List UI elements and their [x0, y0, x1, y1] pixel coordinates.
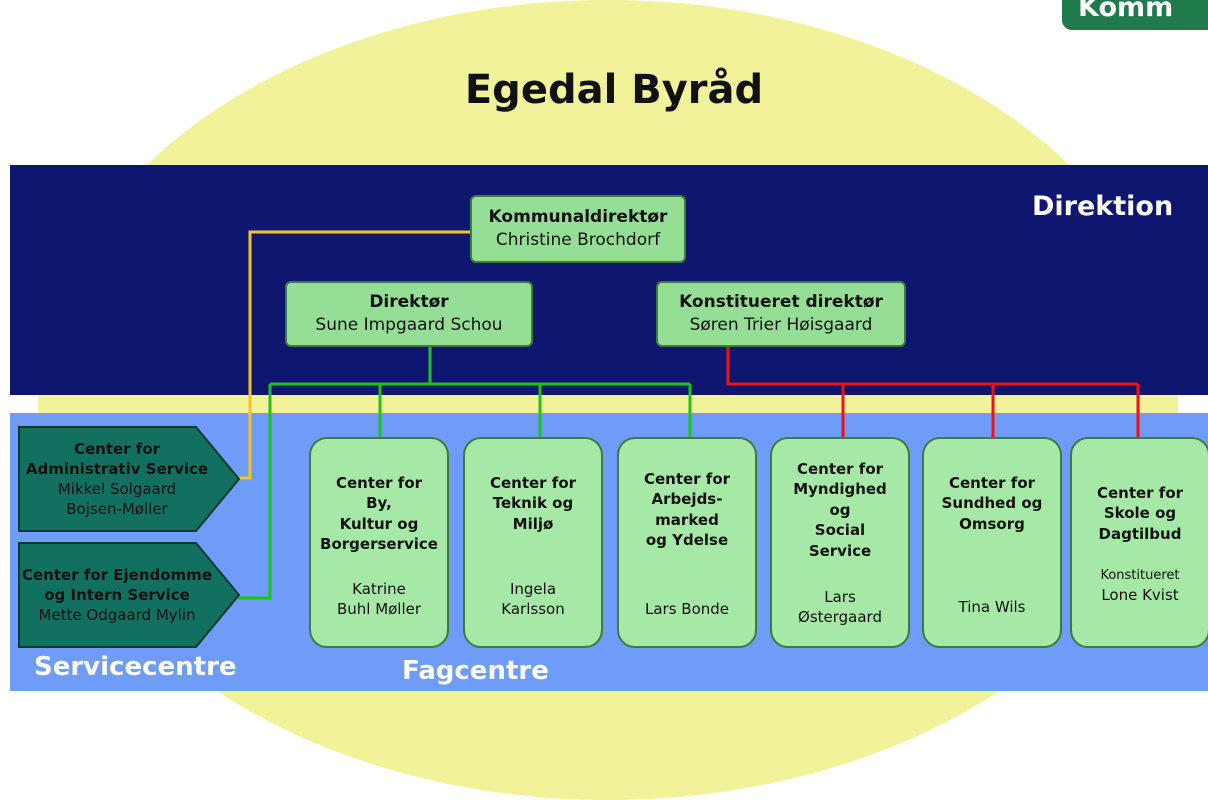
service-centre-administrativ: Center for Administrativ Service Mikkel … [18, 426, 240, 532]
fag-name-line: Lars Bonde [644, 600, 730, 618]
fag-title-line: Skole og [1103, 504, 1177, 523]
fag-title-line: Miljø [512, 514, 554, 533]
box-title: Direktør [369, 292, 449, 313]
service-title: Administrativ Service [25, 459, 209, 478]
box-title: Kommunaldirektør [488, 207, 668, 228]
fagcenter-sundhed: Center for Sundhed og Omsorg Tina Wils [922, 437, 1062, 648]
fag-name-line: Karlsson [501, 600, 565, 619]
fag-title-line: Center for [335, 474, 423, 492]
fag-title-line: Center for [796, 460, 884, 478]
service-centre-ejendomme: Center for Ejendomme og Intern Service M… [18, 542, 240, 648]
fag-name-line: Tina Wils [958, 598, 1026, 616]
fag-title-line: Service [808, 541, 872, 560]
fag-name-line: Ingela [509, 580, 557, 598]
fagcenter-arbejdsmarked: Center for Arbejds- marked og Ydelse Lar… [617, 437, 757, 648]
fag-title-line: Center for [489, 474, 577, 492]
box-name: Sune Impgaard Schou [315, 315, 503, 335]
fag-title-line: Dagtilbud [1098, 524, 1182, 543]
fag-title-line: og Ydelse [645, 531, 729, 550]
fag-title-line: Center for [643, 470, 731, 488]
arrow-shape [18, 542, 240, 648]
service-name: Mette Odgaard Mylin [38, 606, 196, 625]
service-title: og Intern Service [44, 585, 190, 604]
fag-title-line: Sundhed og [941, 494, 1043, 513]
service-title: Center for [73, 439, 161, 458]
box-name: Christine Brochdorf [495, 230, 661, 250]
page-title: Egedal Byråd [464, 67, 764, 113]
fag-title-line: marked [655, 510, 719, 529]
service-name: Bojsen-Møller [66, 500, 168, 519]
box-name: Søren Trier Høisgaard [689, 315, 873, 335]
fagcentre-label: Fagcentre [402, 656, 549, 686]
box-direktor: Direktør Sune Impgaard Schou [285, 281, 533, 347]
yellow-connector [238, 230, 472, 480]
servicecentre-label: Servicecentre [34, 652, 237, 682]
fagcenter-by-kultur: Center for By, Kultur og Borgerservice K… [309, 437, 449, 648]
fag-title-line: By, [366, 494, 392, 513]
fag-title-line: Center for [1096, 484, 1184, 502]
fag-title-line: Teknik og [492, 494, 574, 513]
fag-title-line: Borgerservice [320, 535, 438, 554]
fag-title-line: og [829, 500, 851, 519]
arrow-shape [18, 426, 240, 532]
fag-name-line: Lone Kvist [1101, 585, 1179, 604]
fag-name-line: Katrine [352, 580, 406, 598]
logo: Komm [1062, 0, 1208, 30]
fag-name-line: Buhl Møller [336, 600, 422, 619]
fag-title-line: Kultur og [339, 514, 419, 533]
service-title: Center for Ejendomme [22, 565, 212, 584]
fag-title-line: Myndighed [793, 480, 887, 499]
green-connector-service [238, 384, 272, 600]
fagcenter-teknik-miljo: Center for Teknik og Miljø Ingela Karlss… [463, 437, 603, 648]
fag-title-line: Omsorg [959, 514, 1025, 533]
fagcenter-myndighed: Center for Myndighed og Social Service L… [770, 437, 910, 648]
box-kommunaldirektor: Kommunaldirektør Christine Brochdorf [470, 195, 686, 263]
service-name: Mikkel Solgaard [57, 480, 177, 498]
box-title: Konstitueret direktør [679, 292, 883, 313]
fagcenter-skole: Center for Skole og Dagtilbud Konstituer… [1070, 437, 1208, 648]
fag-name-line: Lars [824, 588, 856, 606]
fag-name-line: Konstitueret [1100, 568, 1180, 583]
fag-title-line: Arbejds- [651, 490, 723, 509]
fag-name-line: Østergaard [798, 608, 882, 627]
fag-title-line: Center for [948, 474, 1036, 492]
fag-title-line: Social [814, 521, 866, 540]
box-konstitueret-direktor: Konstitueret direktør Søren Trier Høisga… [656, 281, 906, 347]
direktion-label: Direktion [1032, 191, 1174, 222]
red-connector-stem [726, 346, 1138, 386]
